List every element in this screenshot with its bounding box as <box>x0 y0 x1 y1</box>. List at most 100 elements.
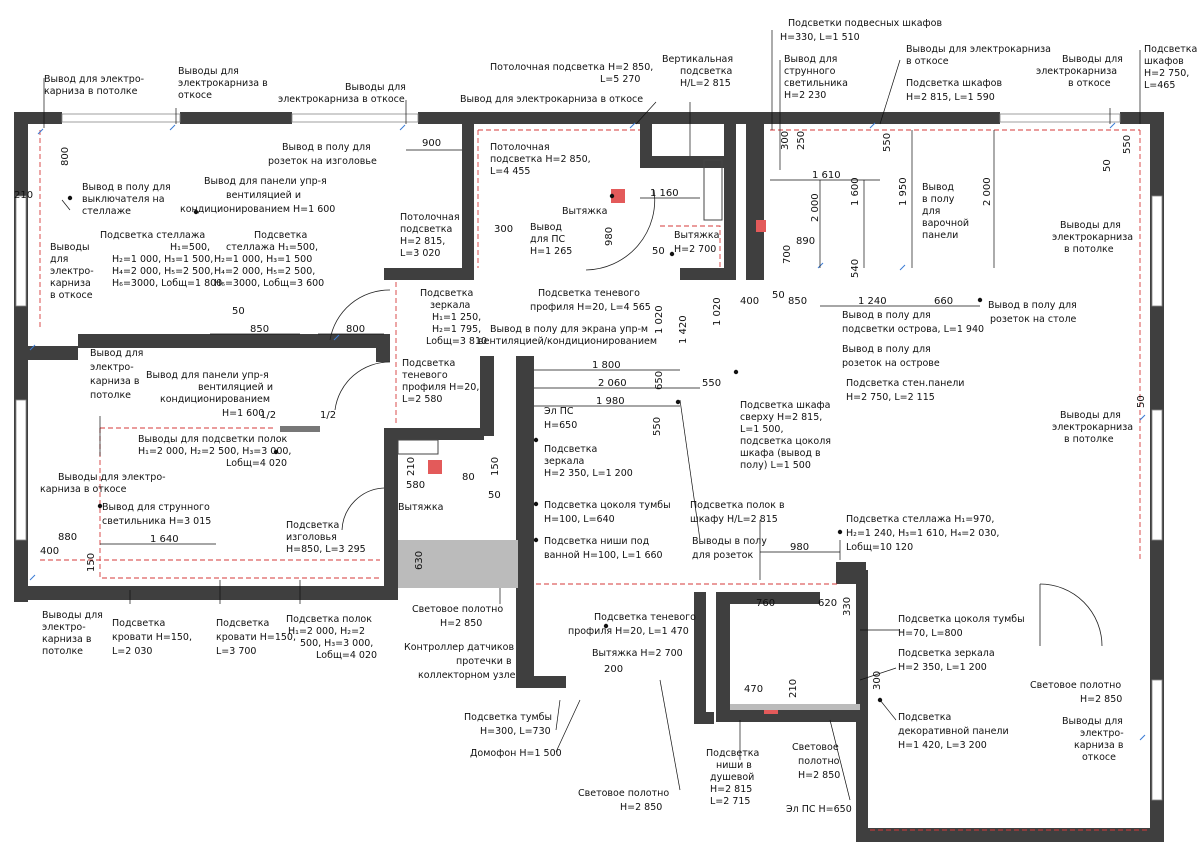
wall-center-vertical <box>462 124 474 276</box>
dim-d14: 550 <box>1122 135 1133 154</box>
wall-lower-block <box>516 588 534 688</box>
wall-bottom-right <box>858 828 1164 842</box>
lead-23 <box>829 719 851 801</box>
lead-11 <box>61 199 71 211</box>
dot-14 <box>877 697 883 703</box>
label-l1: Вывод для электро-карниза в потолке <box>44 74 144 97</box>
dot-15 <box>603 623 609 629</box>
outlet-markers <box>29 122 1146 741</box>
lead-17 <box>679 399 701 541</box>
outlet-arrow-10 <box>1139 734 1146 741</box>
vent-shaft-bath <box>397 439 439 455</box>
door-right-room <box>1039 583 1103 647</box>
dim-d2: 210 <box>14 190 33 201</box>
dot-10 <box>273 449 279 455</box>
wall-bath-right <box>384 430 398 600</box>
window-right-3 <box>1151 679 1163 801</box>
wall-bath-top <box>384 428 484 440</box>
outlet-arrow-7 <box>29 344 36 351</box>
dim-d55: 200 <box>604 664 623 675</box>
dim-d8: 1 160 <box>650 188 679 199</box>
dim-d16: 980 <box>604 227 615 246</box>
outlet-arrow-2 <box>169 124 176 131</box>
dim-d21: 400 <box>740 296 759 307</box>
dim-d25: 660 <box>934 296 953 307</box>
door-bath <box>341 487 385 531</box>
lead-4 <box>635 101 657 125</box>
dim-d24: 1 240 <box>858 296 887 307</box>
label-l42: Вытяжка <box>398 502 443 513</box>
dim-d45: 50 <box>488 490 501 501</box>
hood-marker-bath <box>428 460 442 474</box>
dim-d32: 1 800 <box>592 360 621 371</box>
dim-d34: 650 <box>654 371 665 390</box>
label-l41: Выводы для электро-карниза в откосе <box>40 472 166 495</box>
window-top-3 <box>999 113 1121 123</box>
dim-d46: 880 <box>58 532 77 543</box>
dim-d48: 400 <box>40 546 59 557</box>
dim-d31: 1 020 <box>712 297 723 326</box>
dim-d56: 470 <box>744 684 763 695</box>
wall-corner-block <box>836 562 866 584</box>
outlet-arrow-13 <box>899 264 906 271</box>
dim-d40: 50 <box>1136 395 1147 408</box>
dim-d36: 1 980 <box>596 396 625 407</box>
dim-d15: 300 <box>494 224 513 235</box>
dim-d42: 150 <box>490 457 501 476</box>
outlet-arrow-9 <box>1139 414 1146 421</box>
wall-bedroom-divider3 <box>376 334 390 362</box>
wall-lower-block3 <box>694 592 706 722</box>
dot-4 <box>669 251 675 257</box>
wall-lower-block4 <box>694 712 714 724</box>
dim-d43: 580 <box>406 480 425 491</box>
dim-d26: 50 <box>232 306 245 317</box>
wall-top-mid1 <box>180 112 292 124</box>
lead-24 <box>659 679 681 791</box>
window-top-2 <box>291 113 419 123</box>
wall-center-horizontal <box>384 268 474 280</box>
dim-d38: 1/2 <box>320 410 336 421</box>
outlet-arrow-5 <box>869 122 876 129</box>
dot-2 <box>193 209 199 215</box>
window-left-1 <box>15 195 27 307</box>
dim-d30: 1 420 <box>678 315 689 344</box>
doors <box>329 189 1103 647</box>
dim-d33: 2 060 <box>598 378 627 389</box>
dim-d58: 300 <box>872 671 883 690</box>
dim-d9: 2 000 <box>810 193 821 222</box>
dot-3 <box>609 193 615 199</box>
dim-d6: 550 <box>882 133 893 152</box>
dim-d51: 980 <box>790 542 809 553</box>
dim-d54: 330 <box>842 597 853 616</box>
outlet-arrow-4 <box>629 122 636 129</box>
dim-d7: 1 610 <box>812 170 841 181</box>
dim-d11: 1 950 <box>898 177 909 206</box>
wall-kitchen-box3 <box>724 124 736 280</box>
